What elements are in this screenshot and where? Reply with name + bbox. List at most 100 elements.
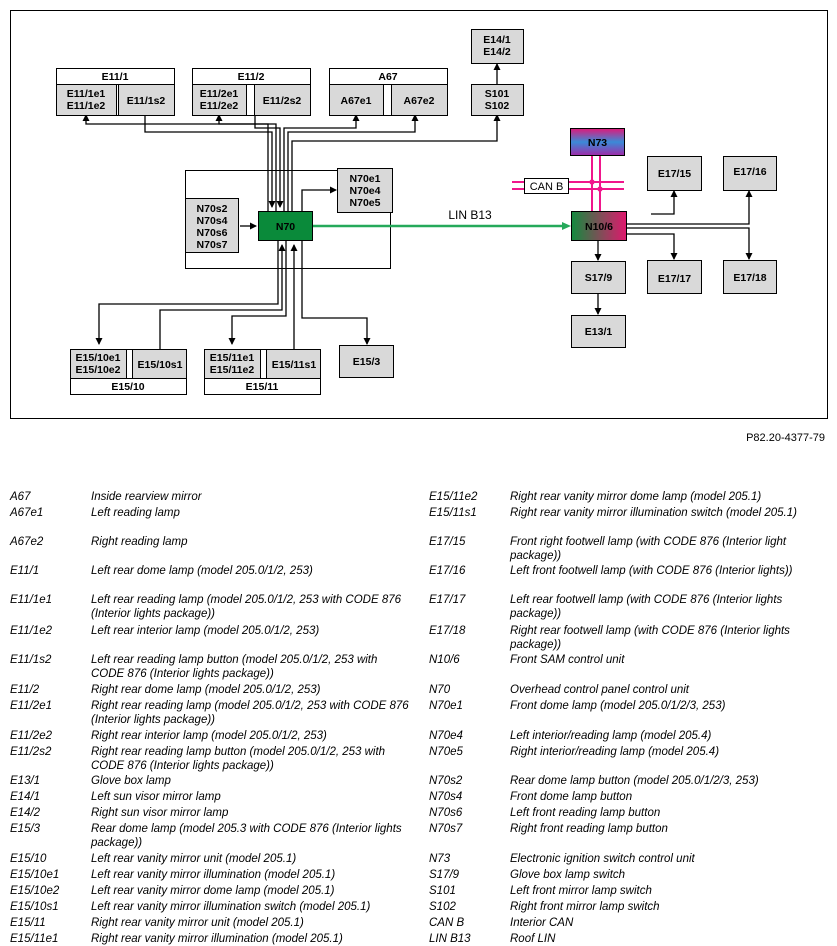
legend-description: Interior CAN — [510, 917, 574, 929]
n70-label: N70 — [276, 221, 295, 233]
legend-code: E15/11e1 — [10, 933, 59, 945]
e11-2e1-label: E11/2e1 — [200, 88, 239, 100]
wire-a67e1 — [283, 114, 360, 211]
wire-n70e — [301, 186, 337, 211]
legend-row: N73 Electronic ignition switch control un… — [429, 852, 829, 866]
legend-code: S101 — [429, 885, 456, 897]
e11-1s2-box — [118, 84, 175, 116]
e11-2-label: E11/2 — [238, 71, 265, 83]
e17-18-box — [723, 260, 777, 294]
legend-description: Left rear reading lamp (model 205.0/1/2,… — [91, 594, 402, 621]
legend-code: N70e4 — [429, 730, 463, 742]
legend-description: Right reading lamp — [91, 536, 188, 548]
e15-10s1-box — [132, 349, 187, 379]
e11-2e2-label: E11/2e2 — [200, 100, 239, 112]
e15-10e2-label: E15/10e2 — [76, 364, 121, 376]
wire-s101 — [291, 114, 501, 211]
n70e4-label: N70e4 — [350, 185, 381, 197]
legend-description: Right rear reading lamp button (model 20… — [91, 746, 386, 773]
legend-code: LIN B13 — [429, 933, 471, 945]
legend-code: E15/11e2 — [429, 491, 478, 503]
legend-code: A67e1 — [10, 507, 44, 519]
n10-6-module — [571, 211, 627, 241]
s102-label: S102 — [485, 100, 510, 112]
wire-e17-16 — [627, 190, 753, 225]
legend-code: S102 — [429, 901, 456, 913]
legend-description: Left rear dome lamp (model 205.0/1/2, 25… — [91, 565, 313, 577]
legend-row: S102 Right front mirror lamp switch — [429, 900, 829, 914]
e15-11-label: E15/11 — [246, 381, 279, 393]
legend-code: N70s6 — [429, 807, 463, 819]
legend-code: N73 — [429, 853, 451, 865]
legend-code: E17/16 — [429, 565, 466, 577]
document-id: P82.20-4377-79 — [746, 432, 825, 444]
n10-6-label: N10/6 — [585, 221, 613, 233]
legend-code: N70s2 — [429, 775, 463, 787]
diagram-frame — [10, 10, 828, 419]
legend-code: E11/1s2 — [10, 654, 52, 666]
legend-description: Right front mirror lamp switch — [510, 901, 660, 913]
legend-description: Front dome lamp button — [510, 791, 633, 803]
legend-description: Left interior/reading lamp (model 205.4) — [510, 730, 712, 742]
e17-17-label: E17/17 — [658, 273, 691, 285]
e15-11e-box — [204, 349, 261, 379]
legend-code: E15/10 — [10, 853, 47, 865]
legend-description: Electronic ignition switch control unit — [510, 853, 695, 865]
legend-code: N10/6 — [429, 654, 460, 666]
wire-e15-10s1 — [159, 244, 286, 350]
e17-16-label: E17/16 — [733, 166, 766, 178]
e15-11s1-box — [266, 349, 321, 379]
legend-code: E11/2 — [10, 684, 40, 696]
e11-1e2-label: E11/1e2 — [67, 100, 106, 112]
legend-code: E15/10s1 — [10, 901, 59, 913]
legend-code: E13/1 — [10, 775, 41, 787]
wire-e11-2s2 — [254, 115, 284, 208]
e15-11e1-label: E15/11e1 — [210, 352, 255, 364]
legend-code: E15/11 — [10, 917, 46, 929]
e15-3-label: E15/3 — [353, 356, 381, 368]
legend-description: Left front mirror lamp switch — [510, 885, 652, 897]
wire-e15-10e — [95, 241, 279, 345]
legend-code: E11/2e2 — [10, 730, 52, 742]
legend-code: N70s7 — [429, 823, 463, 835]
legend-row: E11/2e2 Right rear interior lamp (model 2… — [10, 729, 410, 743]
s101-s102-box — [471, 84, 524, 116]
legend-description: Left reading lamp — [91, 507, 180, 519]
s101-label: S101 — [485, 88, 510, 100]
e11-1s2-label: E11/1s2 — [127, 95, 166, 107]
e13-1-box — [571, 315, 626, 348]
legend-description: Left rear interior lamp (model 205.0/1/2… — [91, 625, 320, 637]
legend-description: Rear dome lamp (model 205.3 with CODE 87… — [91, 823, 402, 850]
s17-9-box — [571, 261, 626, 294]
n70s-box — [185, 198, 239, 253]
n70s4-label: N70s4 — [197, 215, 228, 227]
legend-code: E14/2 — [10, 807, 41, 819]
wire-a67e2 — [287, 114, 419, 211]
legend-description: Glove box lamp switch — [510, 869, 626, 881]
legend-description: Front SAM control unit — [510, 654, 625, 666]
e14-1-label: E14/1 — [483, 34, 511, 46]
n70e5-label: N70e5 — [350, 197, 381, 209]
n73-module — [570, 128, 625, 156]
legend-description: Roof LIN — [510, 933, 556, 945]
lin-b13-arrowhead — [562, 222, 571, 230]
e17-17-box — [647, 260, 702, 294]
legend-description: Right rear interior lamp (model 205.0/1/… — [91, 730, 327, 742]
